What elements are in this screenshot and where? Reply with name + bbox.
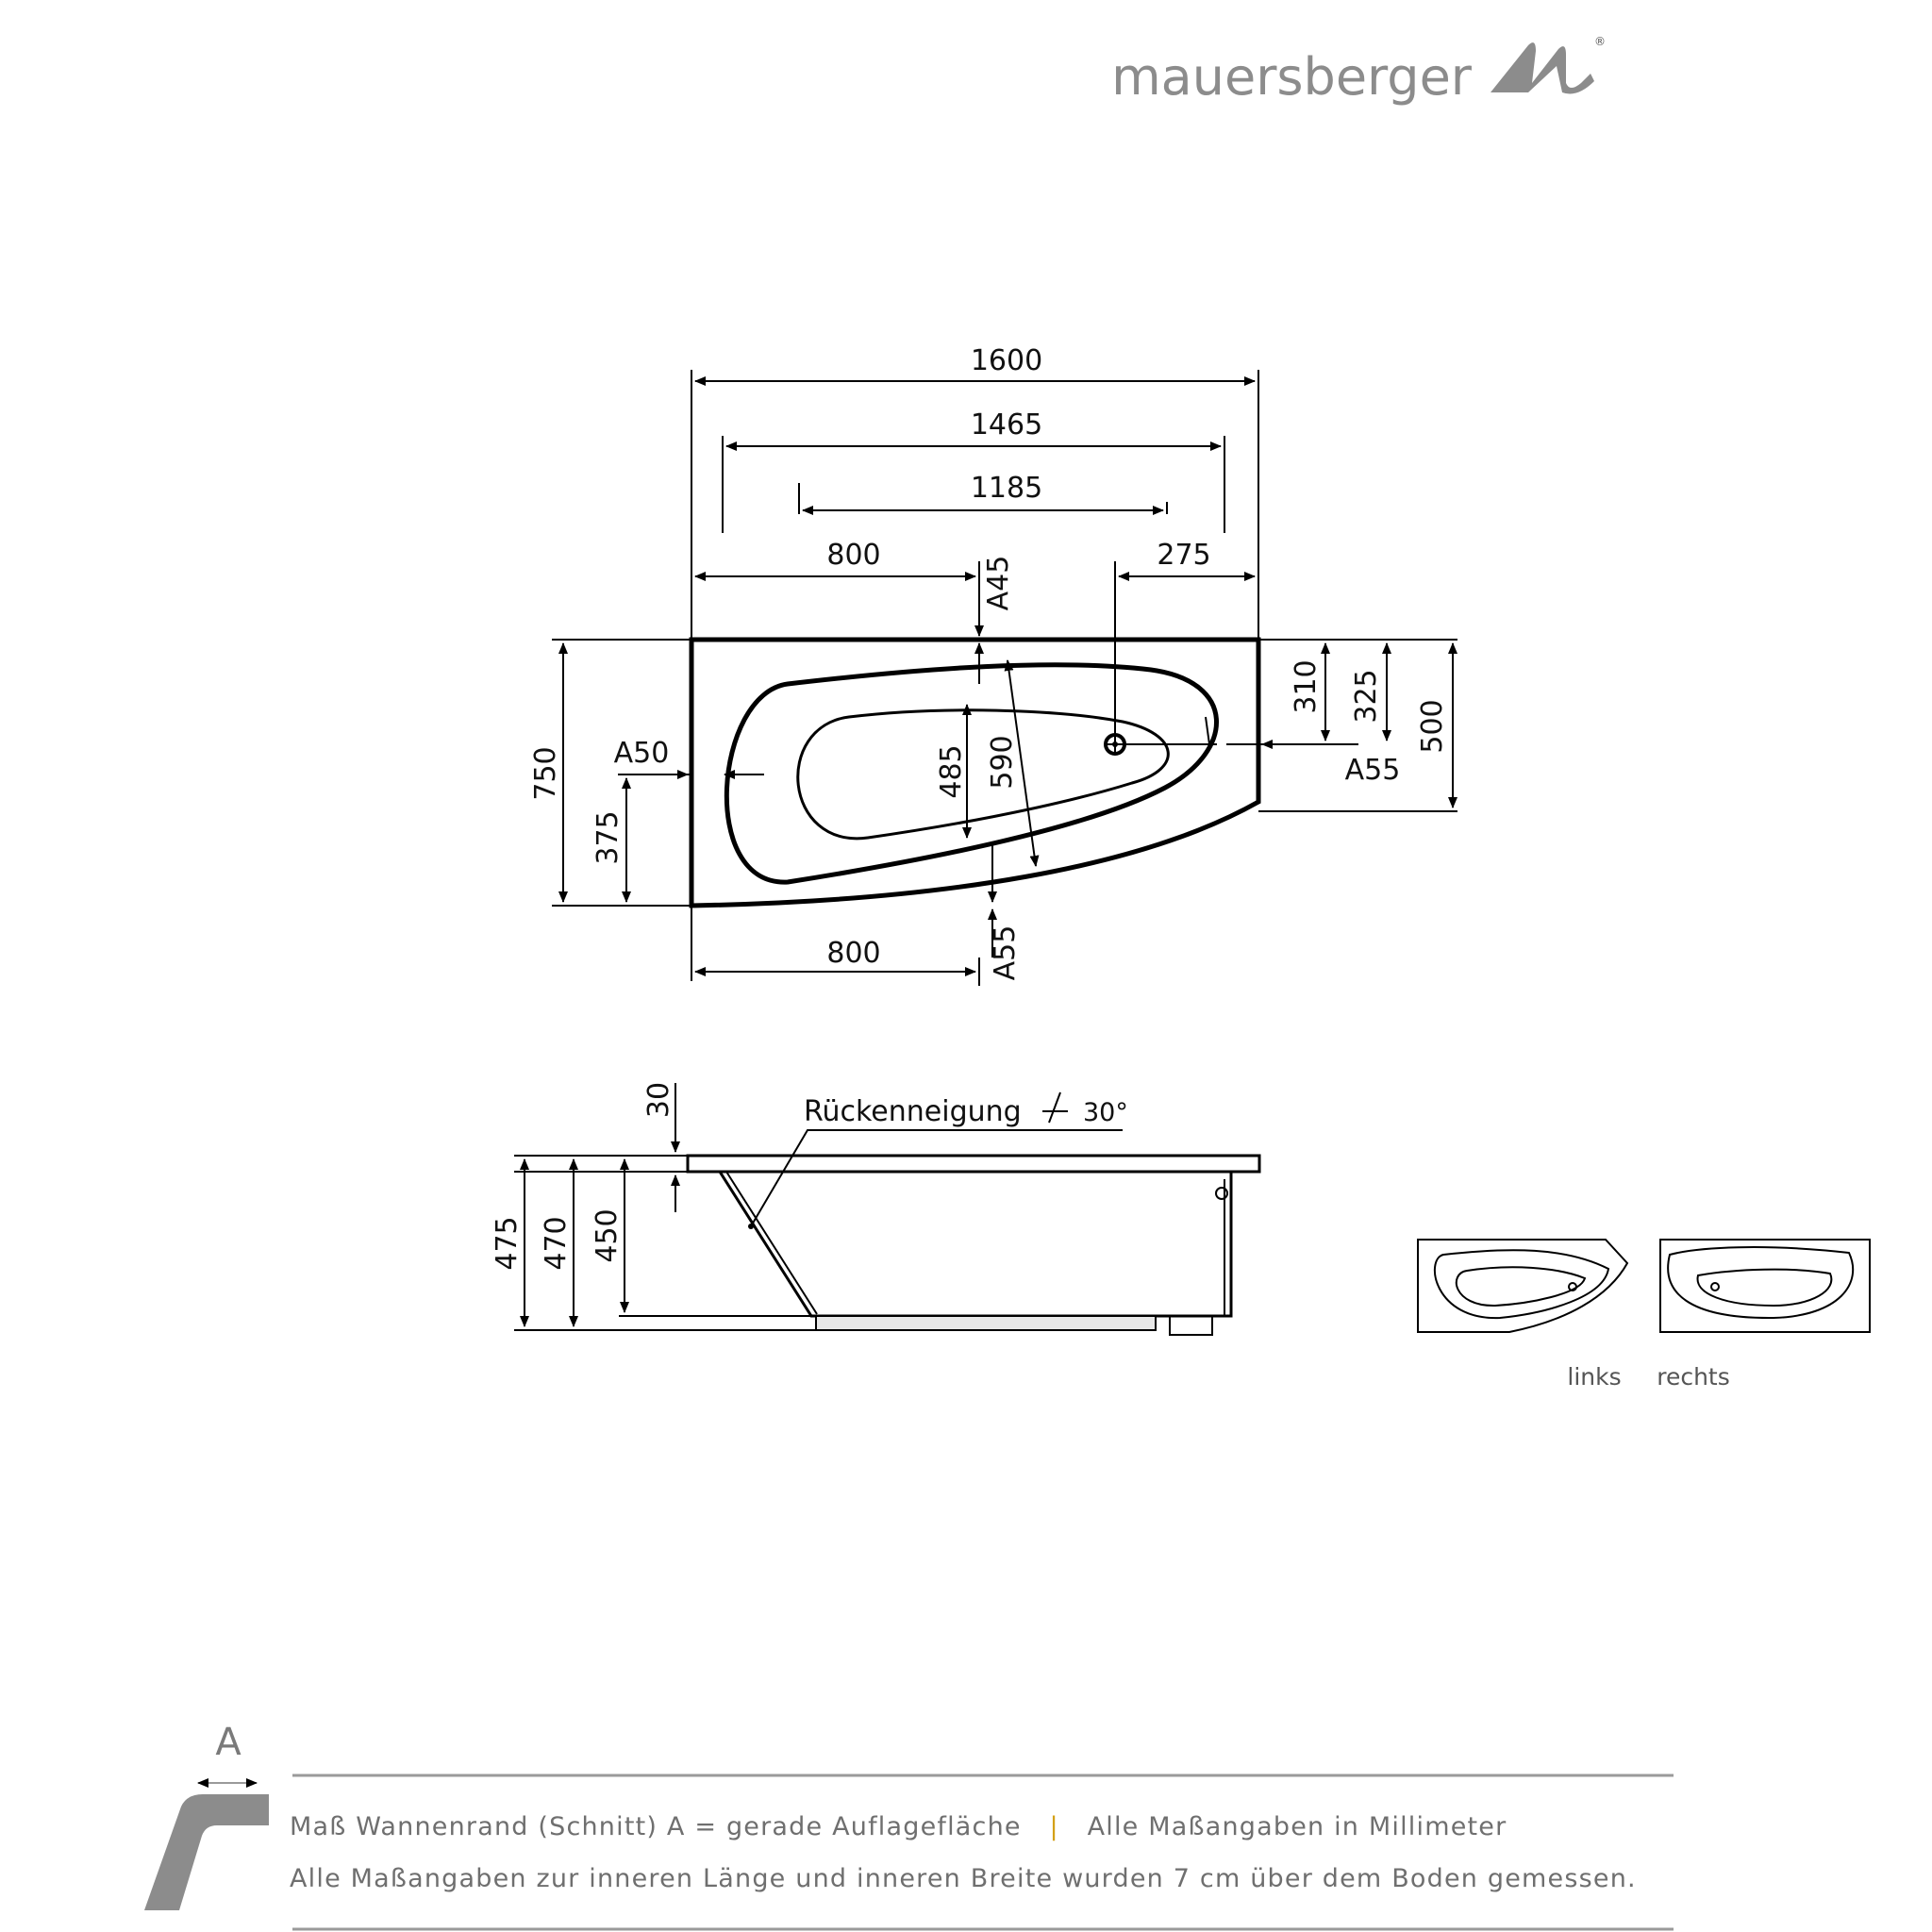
- dim-rim-left: A50: [614, 737, 670, 770]
- brand-name: mauersberger: [1111, 47, 1473, 107]
- registered-mark: ®: [1594, 35, 1606, 48]
- dim-left-offset-top: 800: [826, 539, 880, 572]
- legend-rim-note: Maß Wannenrand (Schnitt) A = gerade Aufl…: [290, 1812, 1022, 1841]
- tub-outline: [689, 637, 1261, 908]
- dim-right-width: 500: [1416, 699, 1449, 753]
- dim-height-1: 475: [491, 1216, 524, 1270]
- dim-right-offset-1: 310: [1290, 659, 1323, 713]
- dim-rim-bottom: A55: [989, 925, 1022, 981]
- rim-section-icon: [144, 1794, 269, 1910]
- dim-inner-length: 1465: [971, 408, 1042, 441]
- legend-line2: Alle Maßangaben zur inneren Länge und in…: [290, 1864, 1637, 1893]
- dim-height-3: 450: [591, 1208, 624, 1262]
- variant-right: [1659, 1239, 1871, 1333]
- variant-left-label: links: [1567, 1363, 1621, 1391]
- tub-body-section: [718, 1171, 1233, 1318]
- legend-units-note: Alle Maßangaben in Millimeter: [1088, 1812, 1507, 1841]
- dim-total-width: 750: [529, 746, 562, 800]
- top-view: 1600 1465 1185 800 275 800 A45 A55 750 3…: [529, 344, 1457, 986]
- legend: A Maß Wannenrand (Schnitt) A = gerade Au…: [144, 1721, 1674, 1931]
- tub-rim-section: [686, 1154, 1261, 1174]
- dim-rim-thickness: 30: [642, 1082, 675, 1118]
- dim-total-length: 1600: [971, 344, 1042, 377]
- variant-left: [1417, 1239, 1629, 1333]
- legend-symbol: A: [215, 1721, 242, 1764]
- backrest-label: Rückenneigung: [804, 1095, 1022, 1128]
- brand-logo: mauersberger ®: [1111, 35, 1606, 107]
- dim-inner-width: 485: [935, 744, 968, 798]
- tub-feet: [815, 1315, 1157, 1331]
- bottom-contour: [796, 708, 1170, 841]
- angle-icon: [1042, 1091, 1068, 1124]
- dim-height-2: 470: [540, 1216, 573, 1270]
- dim-drain-offset: 275: [1157, 539, 1210, 572]
- dim-half-width: 375: [591, 810, 625, 864]
- legend-line1: Maß Wannenrand (Schnitt) A = gerade Aufl…: [290, 1812, 1507, 1841]
- dim-rim-right: A55: [1345, 754, 1401, 787]
- side-view: Rückenneigung 30° 30 475 470 450: [491, 1082, 1261, 1336]
- variant-right-label: rechts: [1657, 1363, 1730, 1391]
- brand-mark-icon: [1491, 42, 1594, 94]
- dim-right-offset-2: 325: [1350, 669, 1383, 723]
- dim-left-offset-bottom: 800: [826, 937, 880, 970]
- dim-rim-top: A45: [982, 556, 1015, 611]
- dim-inner-width-max: 590: [986, 735, 1019, 789]
- dim-bottom-length: 1185: [971, 472, 1042, 505]
- rim-contour: [724, 662, 1219, 885]
- legend-separator: |: [1050, 1812, 1059, 1841]
- backrest-angle: 30°: [1083, 1098, 1128, 1127]
